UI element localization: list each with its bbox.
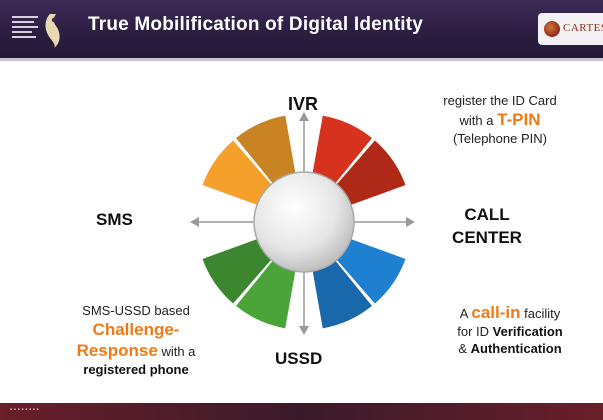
note-ivr: register the ID Card with a T-PIN (Telep… <box>400 92 600 147</box>
call-center-line2: CENTER <box>452 228 522 247</box>
note-ivr-line3: (Telephone PIN) <box>453 131 547 146</box>
note-call-highlight: call-in <box>471 303 521 322</box>
page-title: True Mobilification of Digital Identity <box>88 14 424 35</box>
call-center-line1: CALL <box>464 205 510 224</box>
note-call-line3-prefix: & <box>458 341 471 356</box>
brand-logo-icon <box>544 21 560 37</box>
wheel-segment-sms-ussd-1 <box>236 258 296 329</box>
note-ivr-line2-prefix: with a <box>459 113 498 128</box>
footer-decoration: ▪ ▪ ▪ ▪ ▪ ▪ ▪ ▪ <box>10 407 39 413</box>
footer-bar: ▪ ▪ ▪ ▪ ▪ ▪ ▪ ▪ <box>0 403 603 420</box>
wheel-segment-call-ussd-2 <box>312 258 372 329</box>
wheel-segment-ivr-sms-2 <box>236 115 296 186</box>
wheel-segment-ivr-sms-1 <box>202 140 274 206</box>
brand-logo: CARTES <box>538 13 603 45</box>
channel-label-sms: SMS <box>96 210 133 229</box>
left-arrow-head <box>190 217 199 227</box>
brand-text: CARTES <box>563 22 603 34</box>
channel-label-ivr: IVR <box>288 94 319 114</box>
note-sms-line3: Response with a <box>46 340 226 361</box>
note-sms-challenge: Challenge- <box>92 320 180 339</box>
note-sms-line1: SMS-USSD based <box>82 303 190 318</box>
right-arrow-head <box>406 217 415 227</box>
channel-label-ussd: USSD <box>275 349 323 368</box>
note-ivr-line2: with a T-PIN <box>400 109 600 130</box>
note-sms-registered-phone: registered phone <box>83 362 189 377</box>
note-ivr-line1: register the ID Card <box>443 93 557 108</box>
note-ivr-tpin: T-PIN <box>497 110 541 129</box>
wheel-segment-sms-ussd-2 <box>202 238 274 304</box>
channel-label-call-center: CALL CENTER <box>447 203 527 249</box>
center-hub <box>253 171 355 273</box>
note-call-line1-prefix: A <box>459 306 472 321</box>
top-arrow-head <box>299 112 309 121</box>
note-call-line2: for ID Verification <box>425 323 595 340</box>
note-call-line1-suffix: facility <box>520 306 561 321</box>
note-call-line3: & Authentication <box>425 340 595 357</box>
note-call-line1: A call-in facility <box>425 302 595 323</box>
wheel-segment-call-ussd-1 <box>334 238 406 304</box>
note-sms-line3-suffix: with a <box>157 344 196 359</box>
bottom-arrow-head <box>299 326 309 335</box>
header-bar: True Mobilification of Digital Identity … <box>0 0 603 58</box>
note-sms-ussd: SMS-USSD based Challenge- Response with … <box>46 302 226 378</box>
note-call-verification: Verification <box>492 324 563 339</box>
note-call-authentication: Authentication <box>470 341 562 356</box>
emblem-icon <box>12 14 60 48</box>
wheel-segments <box>202 115 406 329</box>
note-sms-response: Response <box>76 341 158 360</box>
note-call-center: A call-in facility for ID Verification &… <box>425 302 595 357</box>
note-call-line2-prefix: for ID <box>457 324 493 339</box>
wheel-segment-ivr-call-2 <box>334 140 406 206</box>
header-divider <box>0 58 603 61</box>
wheel-segment-ivr-call-1 <box>312 115 372 186</box>
